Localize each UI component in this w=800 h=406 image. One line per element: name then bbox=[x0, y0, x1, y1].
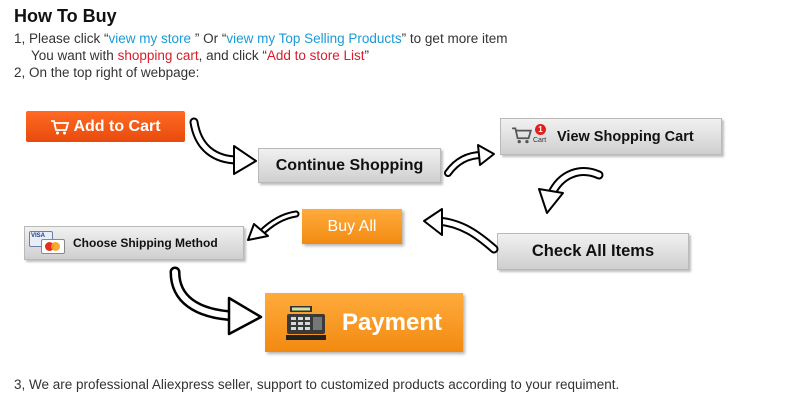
step-1b-mid: , and click “ bbox=[198, 48, 267, 63]
step-3-line: 3, We are professional Aliexpress seller… bbox=[14, 377, 620, 392]
choose-shipping-label: Choose Shipping Method bbox=[73, 236, 218, 250]
view-shopping-cart-button[interactable]: 1 Cart View Shopping Cart bbox=[500, 118, 722, 155]
view-my-store-link[interactable]: view my store bbox=[108, 31, 192, 46]
view-shopping-cart-label: View Shopping Cart bbox=[557, 128, 694, 145]
add-to-cart-label: Add to Cart bbox=[73, 117, 161, 135]
cart-count-badge: 1 bbox=[535, 123, 546, 135]
add-to-cart-button[interactable]: Add to Cart bbox=[26, 111, 185, 142]
top-selling-products-link[interactable]: view my Top Selling Products bbox=[226, 31, 402, 46]
curved-arrow-icon bbox=[247, 210, 300, 241]
check-all-items-button[interactable]: Check All Items bbox=[497, 233, 689, 270]
shopping-cart-link[interactable]: shopping cart bbox=[117, 48, 199, 63]
step-2-line: 2, On the top right of webpage: bbox=[14, 65, 200, 80]
cart-icon-label: Cart bbox=[533, 136, 547, 144]
choose-shipping-method-button[interactable]: VISA Choose Shipping Method bbox=[24, 226, 244, 260]
continue-shopping-label: Continue Shopping bbox=[275, 156, 424, 174]
cart-icon bbox=[51, 119, 70, 134]
curved-arrow-icon bbox=[423, 208, 499, 254]
curved-arrow-icon bbox=[444, 144, 495, 177]
mastercard-card bbox=[41, 239, 65, 254]
step-1-mid: ” Or “ bbox=[191, 31, 227, 46]
step-1-prefix: 1, Please click “ bbox=[14, 31, 109, 46]
buy-all-button[interactable]: Buy All bbox=[302, 209, 402, 244]
step-1-line: 1, Please click “view my store ” Or “vie… bbox=[14, 31, 507, 46]
curved-arrow-icon bbox=[189, 117, 257, 175]
check-all-items-label: Check All Items bbox=[531, 242, 655, 260]
buy-all-label: Buy All bbox=[327, 217, 377, 235]
step-1b-suffix: ” bbox=[364, 48, 369, 63]
step-1b-line: You want with shopping cart, and click “… bbox=[31, 48, 369, 63]
step-1b-prefix: You want with bbox=[31, 48, 118, 63]
payment-button[interactable]: Payment bbox=[265, 293, 463, 352]
step-1-suffix: ” to get more item bbox=[401, 31, 508, 46]
add-to-store-list-link[interactable]: Add to store List bbox=[266, 48, 365, 63]
credit-card-icon: VISA bbox=[29, 230, 69, 256]
curved-arrow-icon bbox=[538, 167, 604, 214]
curved-arrow-icon bbox=[169, 266, 263, 336]
page-title: How To Buy bbox=[14, 6, 117, 26]
cash-register-icon bbox=[285, 305, 326, 340]
payment-label: Payment bbox=[341, 308, 443, 336]
shopping-cart-icon: 1 Cart bbox=[511, 123, 547, 150]
continue-shopping-button[interactable]: Continue Shopping bbox=[258, 148, 441, 183]
